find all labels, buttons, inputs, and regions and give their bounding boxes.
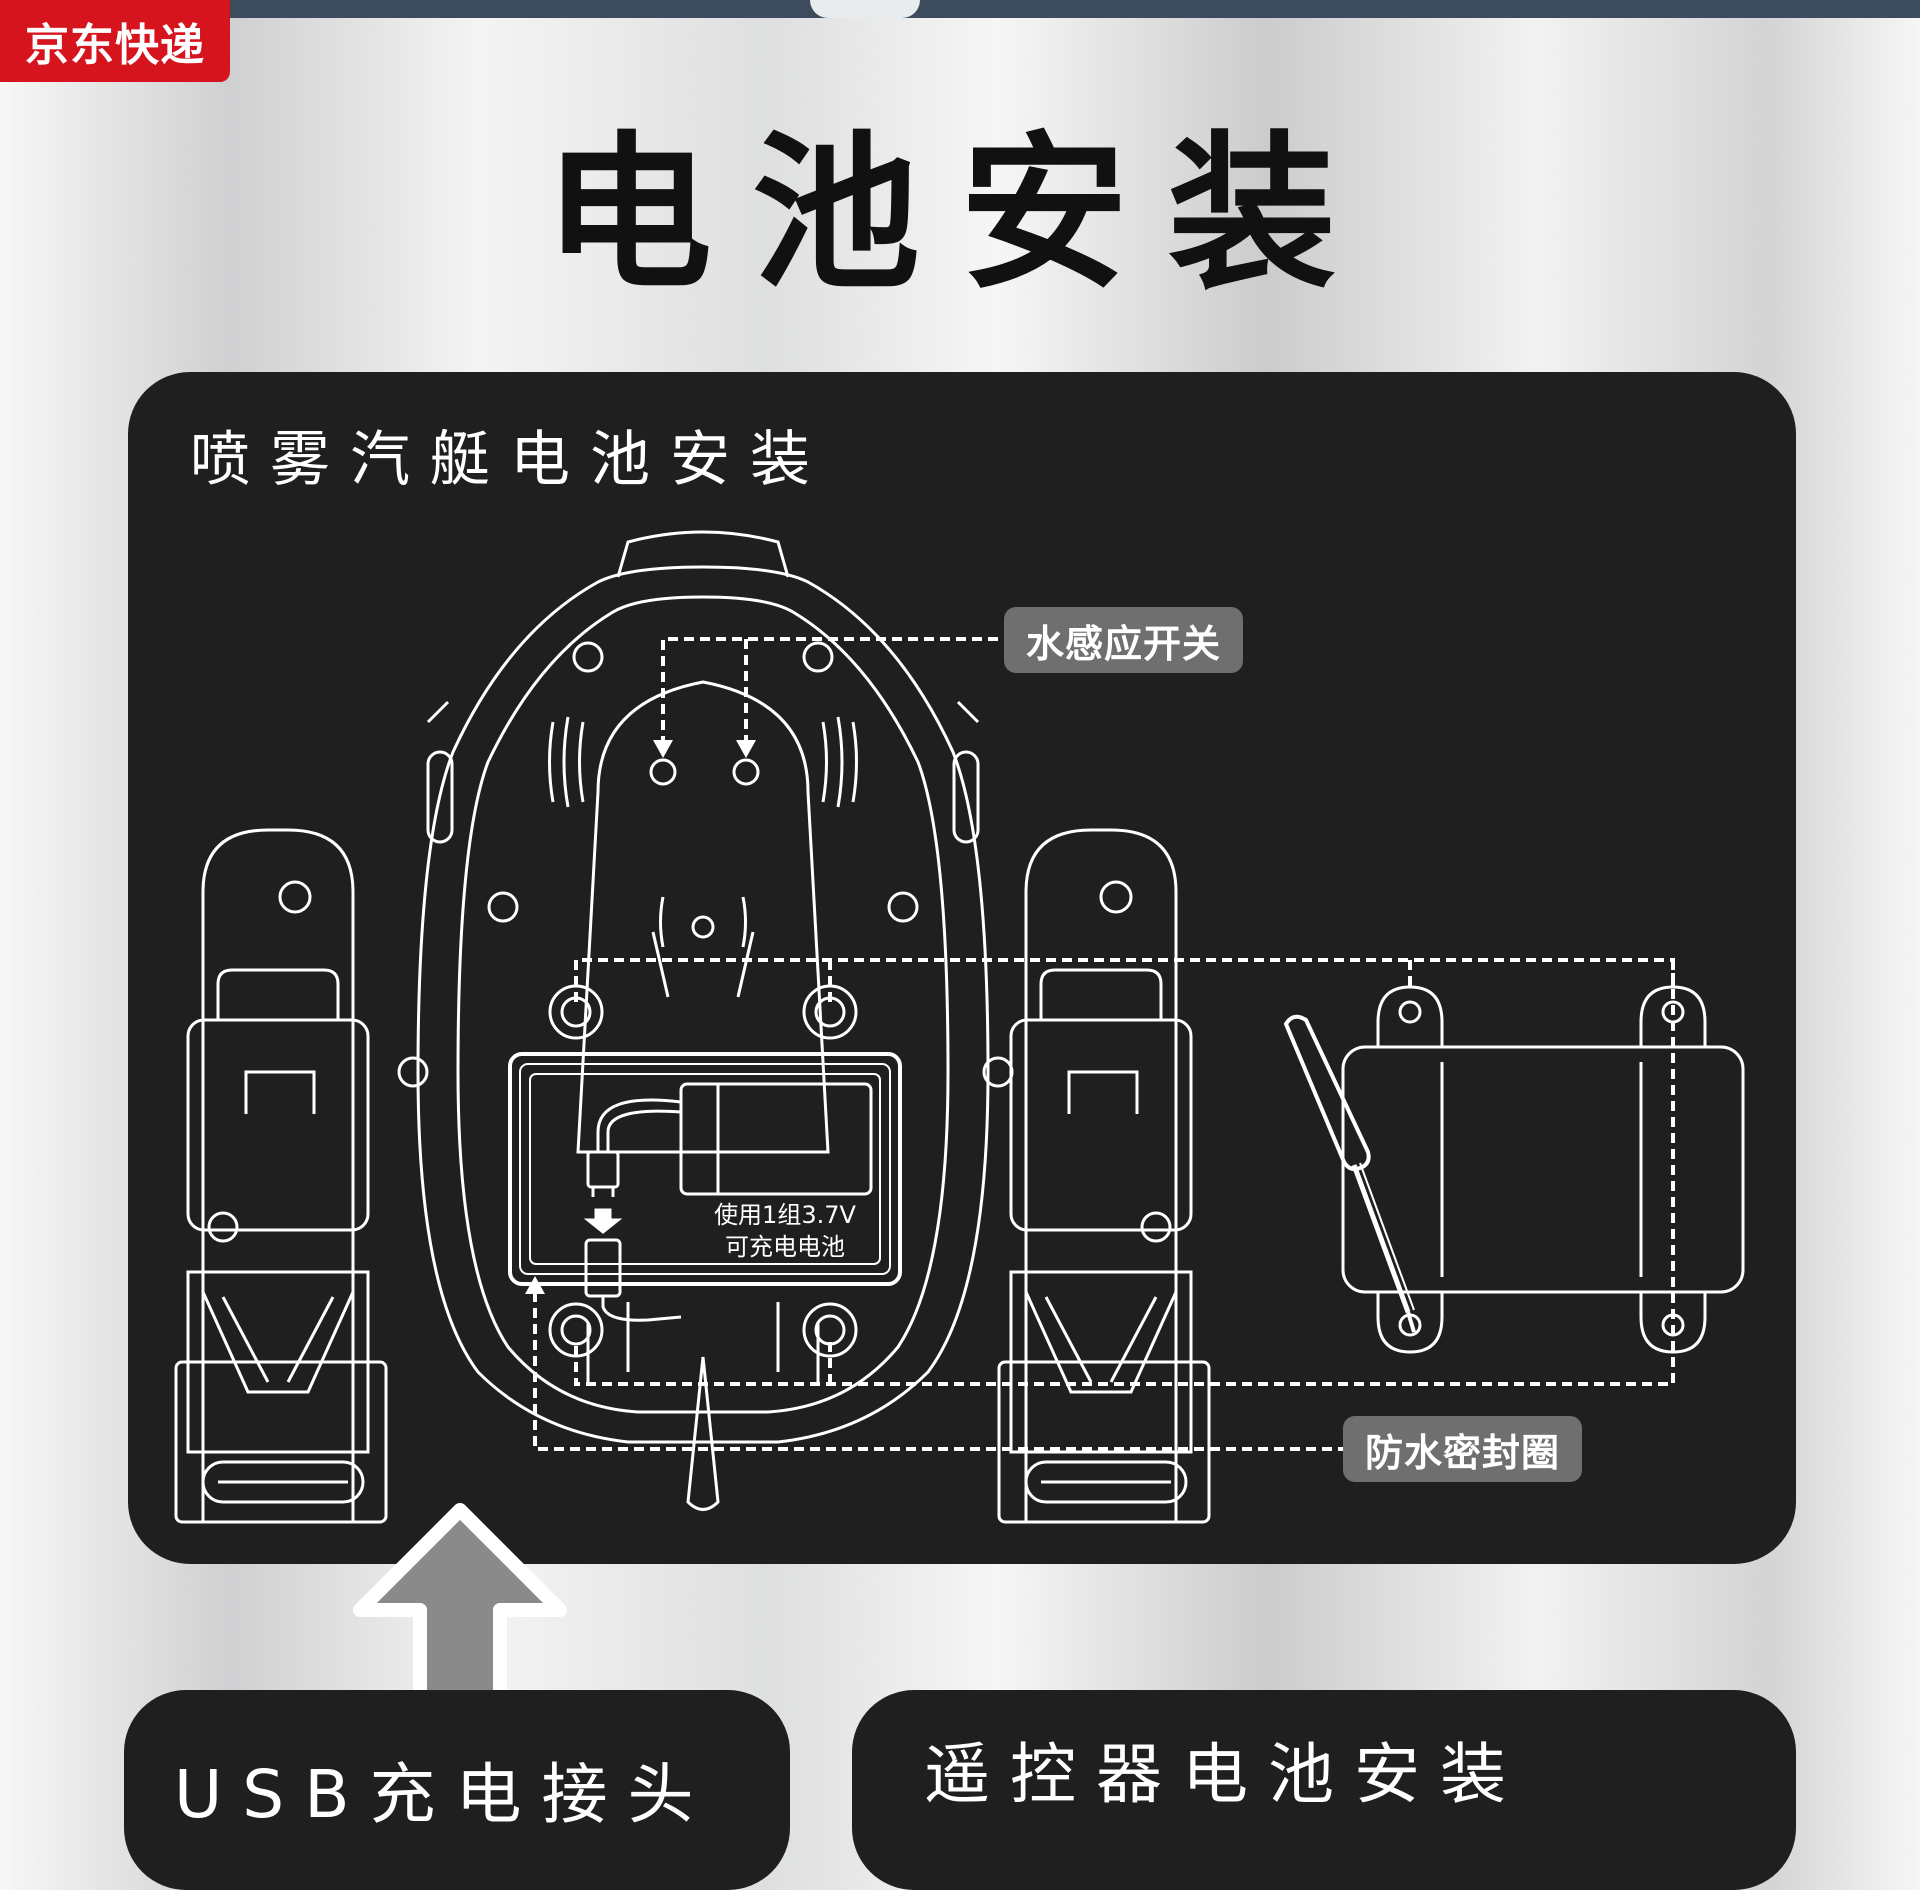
usb-card: USB充电接头 [124, 1690, 790, 1890]
top-band [0, 0, 1920, 18]
seal-leader [533, 958, 1675, 1451]
usb-card-title: USB充电接头 [174, 1756, 714, 1833]
page-title: 电池安装 [544, 116, 1376, 312]
remote-card: 遥控器电池安装 [852, 1690, 1796, 1890]
water-switch-label: 水感应开关 [1004, 607, 1244, 673]
battery-note: 使用1组3.7V 可充电电池 [670, 1199, 900, 1263]
water-switch-leader [661, 637, 998, 742]
screwdriver [1283, 1014, 1416, 1333]
boat-battery-panel: 喷雾汽艇电池安装 [128, 372, 1796, 1564]
battery-cover-detached [1341, 985, 1745, 1354]
battery-note-line1: 使用1组3.7V [714, 1201, 856, 1229]
battery-compartment [508, 1052, 902, 1322]
boat-diagram [174, 530, 1745, 1524]
seal-label: 防水密封圈 [1343, 1416, 1583, 1482]
remote-card-title: 遥控器电池安装 [924, 1736, 1526, 1813]
panel-title: 喷雾汽艇电池安装 [190, 425, 830, 495]
boat-hull [416, 530, 990, 1511]
left-pontoon [174, 828, 429, 1524]
right-pontoon [982, 828, 1211, 1524]
battery-note-line2: 可充电电池 [725, 1233, 845, 1261]
jd-express-badge: 京东快递 [0, 0, 230, 82]
